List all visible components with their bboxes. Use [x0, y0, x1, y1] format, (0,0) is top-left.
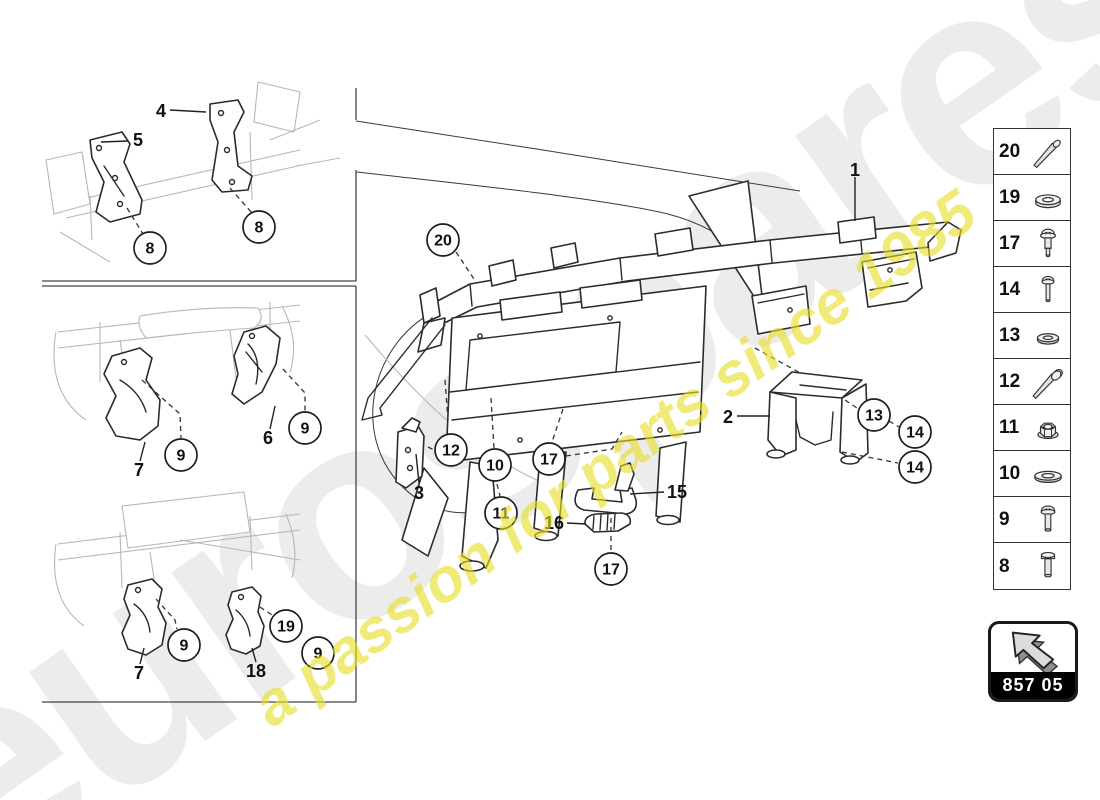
- svg-text:9: 9: [314, 646, 323, 663]
- back-arrow-icon: [991, 624, 1075, 672]
- part-label-7: 7: [134, 460, 144, 480]
- sidebar-item-20[interactable]: 20: [994, 129, 1070, 175]
- svg-text:19: 19: [277, 619, 295, 636]
- callout-circle-17[interactable]: 17: [594, 552, 628, 586]
- sidebar-item-number: 12: [999, 371, 1021, 392]
- callout-circle-11[interactable]: 11: [484, 496, 518, 530]
- svg-text:13: 13: [865, 408, 883, 425]
- svg-text:14: 14: [906, 460, 924, 477]
- svg-text:8: 8: [255, 220, 264, 237]
- sidebar-item-number: 17: [999, 233, 1021, 254]
- inset-top-left: [45, 81, 341, 263]
- part-code: 857 05: [991, 672, 1075, 699]
- part-label-15: 15: [667, 482, 687, 502]
- part-2-bracket: [766, 371, 869, 465]
- svg-text:11: 11: [493, 506, 510, 523]
- callout-circle-20[interactable]: 20: [426, 223, 460, 257]
- inset-borders: [42, 88, 357, 703]
- part-15-bracket: [574, 462, 638, 515]
- svg-text:14: 14: [906, 425, 924, 442]
- washer-flat-icon: [1025, 316, 1070, 356]
- callout-circle-9[interactable]: 9: [164, 438, 198, 472]
- fastener-sidebar: 20 19 17 14 13 12 11 10 9 8: [993, 128, 1071, 590]
- callout-circle-17[interactable]: 17: [532, 442, 566, 476]
- svg-text:17: 17: [540, 452, 558, 469]
- sidebar-item-11[interactable]: 11: [994, 405, 1070, 451]
- callout-circle-9[interactable]: 9: [167, 628, 201, 662]
- part-label-2: 2: [723, 407, 733, 427]
- screw-pan-thick-icon: [1025, 500, 1070, 540]
- screw-cheese-icon: [1025, 546, 1070, 586]
- leader-lines-solid: [100, 109, 856, 665]
- part-label-1: 1: [850, 160, 860, 180]
- svg-text:9: 9: [301, 421, 310, 438]
- inset-middle-left: [53, 302, 301, 441]
- svg-text:9: 9: [177, 448, 186, 465]
- part-label-7: 7: [134, 663, 144, 683]
- sidebar-item-number: 19: [999, 187, 1021, 208]
- callout-circle-8[interactable]: 8: [242, 210, 276, 244]
- callout-circle-9[interactable]: 9: [288, 411, 322, 445]
- callout-circles[interactable]: 20 12 10 11 17 17 13 14 14 8 8 9 9 9 19 9: [133, 210, 932, 670]
- callout-circle-13[interactable]: 13: [857, 398, 891, 432]
- washer-icon: [1025, 178, 1070, 218]
- sidebar-item-8[interactable]: 8: [994, 543, 1070, 589]
- callout-circle-10[interactable]: 10: [478, 448, 512, 482]
- svg-text:8: 8: [146, 241, 155, 258]
- sidebar-item-number: 11: [999, 417, 1020, 438]
- sidebar-item-9[interactable]: 9: [994, 497, 1070, 543]
- callout-circle-9[interactable]: 9: [301, 636, 335, 670]
- part-16-clamp: [584, 512, 632, 533]
- sidebar-item-number: 10: [999, 463, 1021, 484]
- svg-text:20: 20: [434, 233, 452, 250]
- sidebar-item-number: 14: [999, 279, 1021, 300]
- inset-bottom-left: [54, 491, 301, 656]
- screw-flange-head-icon: [1025, 224, 1070, 264]
- callout-circle-14[interactable]: 14: [898, 415, 932, 449]
- leader-lines-dashed: [126, 187, 900, 630]
- sidebar-item-number: 8: [999, 555, 1010, 577]
- callout-circle-8[interactable]: 8: [133, 231, 167, 265]
- svg-text:10: 10: [486, 458, 504, 475]
- sidebar-item-17[interactable]: 17: [994, 221, 1070, 267]
- svg-text:9: 9: [180, 638, 189, 655]
- part-label-5: 5: [133, 130, 143, 150]
- sidebar-item-10[interactable]: 10: [994, 451, 1070, 497]
- sidebar-item-number: 20: [999, 141, 1021, 162]
- callout-circle-19[interactable]: 19: [269, 609, 303, 643]
- svg-text:12: 12: [442, 443, 460, 460]
- svg-text:17: 17: [602, 562, 620, 579]
- sidebar-item-number: 13: [999, 325, 1021, 346]
- part-label-16: 16: [544, 513, 564, 533]
- part-3-bracket: [395, 417, 425, 489]
- callout-circle-14[interactable]: 14: [898, 450, 932, 484]
- sidebar-item-14[interactable]: 14: [994, 267, 1070, 313]
- bolt-long-hex-icon: [1025, 362, 1070, 402]
- flange-nut-icon: [1025, 408, 1070, 448]
- washer-wide-icon: [1025, 454, 1070, 494]
- screw-long-icon: [1025, 132, 1070, 172]
- cross-member-main: [361, 216, 962, 572]
- part-label-4: 4: [156, 101, 166, 121]
- sidebar-item-19[interactable]: 19: [994, 175, 1070, 221]
- callout-circle-12[interactable]: 12: [434, 433, 468, 467]
- part-label-6: 6: [263, 428, 273, 448]
- sidebar-item-13[interactable]: 13: [994, 313, 1070, 359]
- part-label-18: 18: [246, 661, 266, 681]
- screw-pan-icon: [1025, 270, 1070, 310]
- diagram-code-box[interactable]: 857 05: [988, 621, 1078, 702]
- sidebar-item-12[interactable]: 12: [994, 359, 1070, 405]
- part-label-3: 3: [414, 483, 424, 503]
- sidebar-item-number: 9: [999, 509, 1010, 530]
